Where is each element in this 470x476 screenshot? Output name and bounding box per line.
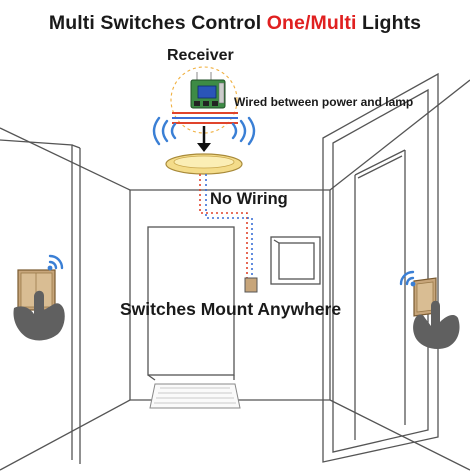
ceiling-lamp [165,153,243,175]
down-arrow [197,126,211,152]
page-title: Multi Switches Control One/Multi Lights [0,12,470,35]
right-signal-icon [399,270,416,287]
no-wiring-label: No Wiring [210,190,288,208]
back-wall-switch [244,277,258,293]
mount-label: Switches Mount Anywhere [120,299,342,319]
title-accent: One/Multi [266,12,357,34]
left-hand-icon [13,290,65,341]
room-outline [0,79,470,471]
wired-label: Wired between power and lamp [234,95,414,109]
no-wiring-path [199,174,253,280]
receiver-module [170,66,238,134]
left-signal-icon [47,254,64,271]
left-wall-panel [0,139,81,464]
receiver-signal-waves [152,116,256,146]
receiver-label: Receiver [167,47,234,64]
right-wall-switch [413,277,437,317]
power-wires [172,112,238,124]
right-hand-icon [413,300,460,349]
right-door [322,72,439,463]
back-door [147,226,235,381]
title-part2: Lights [362,12,422,34]
floor-mat [149,383,241,409]
wall-window [270,236,321,285]
title-part1: Multi Switches Control [48,12,262,34]
